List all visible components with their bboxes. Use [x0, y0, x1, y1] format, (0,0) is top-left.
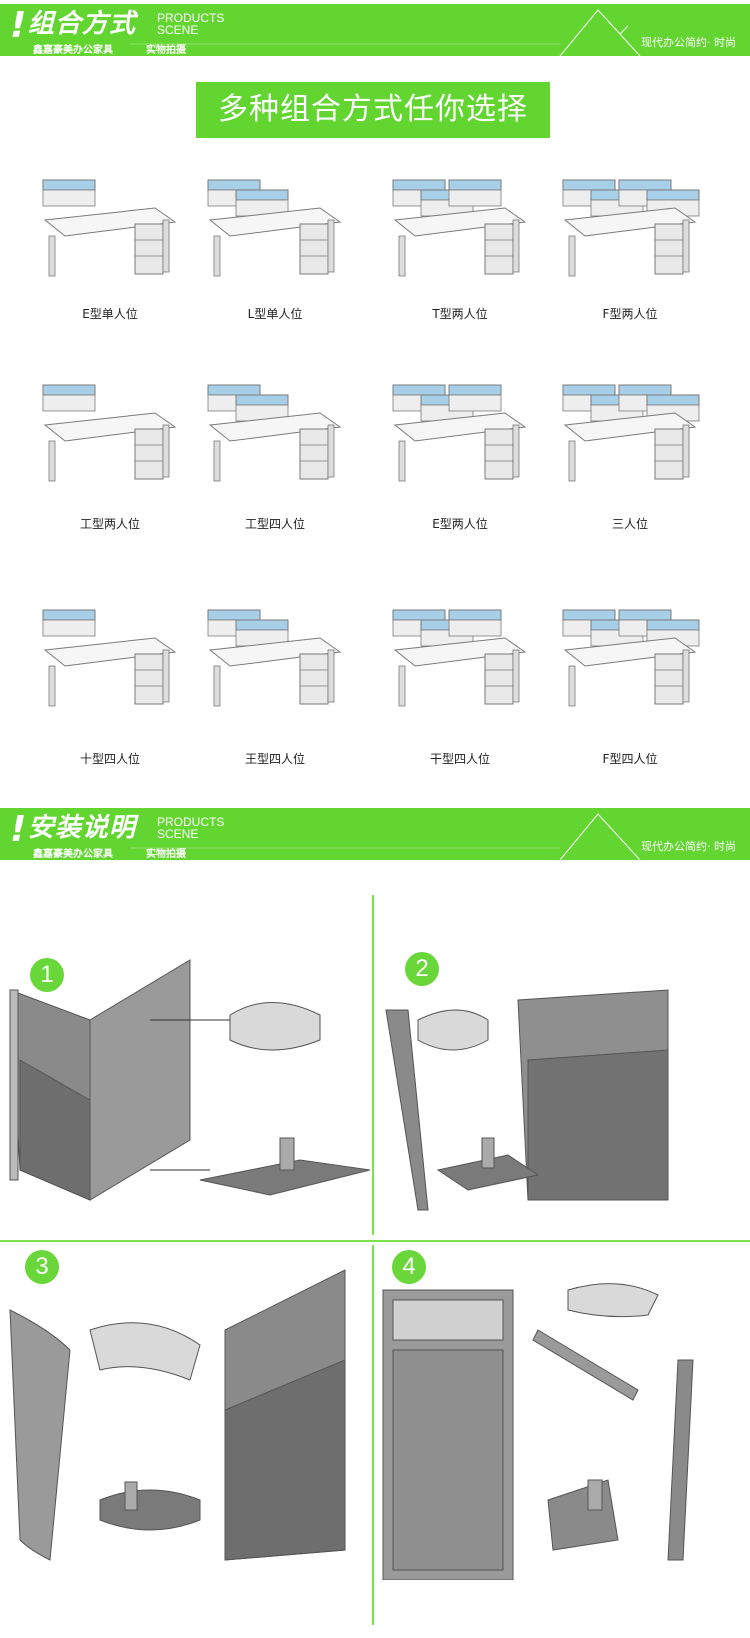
f-four-desk-icon — [562, 609, 700, 707]
grid-divider-vertical-top — [372, 895, 374, 1235]
e-two-desk-icon — [392, 384, 527, 482]
step-number-badge: 1 — [30, 958, 64, 992]
t-two-desk-icon — [392, 179, 527, 277]
configuration-label: T型两人位 — [432, 307, 488, 321]
slogan: 现代办公简约· 时尚 — [641, 36, 736, 49]
gan-four-desk-icon — [392, 609, 527, 707]
end-cap-icon — [382, 1283, 694, 1581]
section-banner-installation: ! 安装说明 PRODUCTS SCENE 鑫嘉豪美办公家具 实物拍摄 现代办公… — [0, 808, 750, 860]
brand-name: 鑫嘉豪美办公家具 — [33, 45, 113, 56]
brand-name: 鑫嘉豪美办公家具 — [33, 849, 113, 860]
configuration-item: 工型四人位 — [190, 355, 360, 535]
configuration-item: F型四人位 — [545, 580, 715, 766]
i-four-desk-icon — [207, 384, 342, 482]
photo-tag: 实物拍摄 — [146, 45, 186, 56]
single-desk-icon — [42, 179, 177, 277]
configuration-item: 十型四人位 — [25, 580, 195, 766]
configuration-label: 工型两人位 — [79, 517, 140, 531]
configuration-label: E型单人位 — [82, 307, 138, 321]
section-english-title: PRODUCTS SCENE — [157, 816, 224, 840]
configuration-item: E型两人位 — [375, 355, 545, 535]
grid-divider-horizontal — [0, 1240, 750, 1242]
section-english-title: PRODUCTS SCENE — [157, 12, 224, 36]
installation-step — [0, 900, 371, 1234]
step-number-badge: 4 — [392, 1250, 426, 1284]
banner-decoration — [130, 813, 641, 860]
step-number-badge: 2 — [405, 952, 439, 986]
configuration-item: 工型两人位 — [25, 355, 195, 535]
installation-step — [378, 900, 748, 1234]
slogan: 现代办公简约· 时尚 — [641, 840, 736, 853]
installation-step — [378, 1250, 748, 1584]
cross-connector-icon — [9, 959, 371, 1201]
configuration-item: 干型四人位 — [375, 580, 545, 766]
english-line-2: SCENE — [157, 23, 199, 37]
configuration-label: 十型四人位 — [79, 752, 140, 766]
f-two-desk-icon — [562, 179, 700, 277]
configuration-item: 王型四人位 — [190, 580, 360, 766]
banner-decoration — [130, 9, 641, 56]
cross-four-desk-icon — [42, 609, 177, 707]
configuration-label: 王型四人位 — [244, 752, 305, 766]
wang-four-desk-icon — [207, 609, 342, 707]
configuration-label: F型四人位 — [602, 752, 658, 766]
three-desk-icon — [562, 384, 700, 482]
configuration-item: L型单人位 — [190, 150, 360, 330]
section-title: 组合方式 — [28, 9, 137, 39]
exclamation-icon: ! — [10, 809, 27, 850]
configuration-label: 干型四人位 — [429, 752, 490, 766]
english-line-1: PRODUCTS — [157, 11, 225, 25]
configuration-label: 工型四人位 — [244, 517, 305, 531]
photo-tag: 实物拍摄 — [146, 849, 186, 860]
t-connector-icon — [385, 989, 669, 1211]
section-title: 安装说明 — [28, 813, 137, 843]
l-desk-icon — [207, 179, 342, 277]
installation-step — [0, 1250, 370, 1584]
configuration-label: 三人位 — [611, 517, 648, 531]
i-two-desk-icon — [42, 384, 177, 482]
section-banner-combination: ! 组合方式 PRODUCTS SCENE 鑫嘉豪美办公家具 实物拍摄 现代办公… — [0, 4, 750, 56]
configuration-label: E型两人位 — [432, 517, 488, 531]
configuration-item: 三人位 — [545, 355, 715, 535]
configuration-item: F型两人位 — [545, 150, 715, 330]
combination-headline: 多种组合方式任你选择 — [196, 82, 550, 138]
configuration-label: F型两人位 — [602, 307, 658, 321]
exclamation-icon: ! — [10, 5, 27, 46]
configuration-item: E型单人位 — [25, 150, 195, 330]
english-line-1: PRODUCTS — [157, 815, 225, 829]
grid-divider-vertical-bottom — [372, 1245, 374, 1625]
corner-connector-icon — [9, 1269, 346, 1561]
step-number-badge: 3 — [25, 1250, 59, 1284]
english-line-2: SCENE — [157, 827, 199, 841]
configuration-item: T型两人位 — [375, 150, 545, 330]
configuration-label: L型单人位 — [247, 307, 303, 321]
